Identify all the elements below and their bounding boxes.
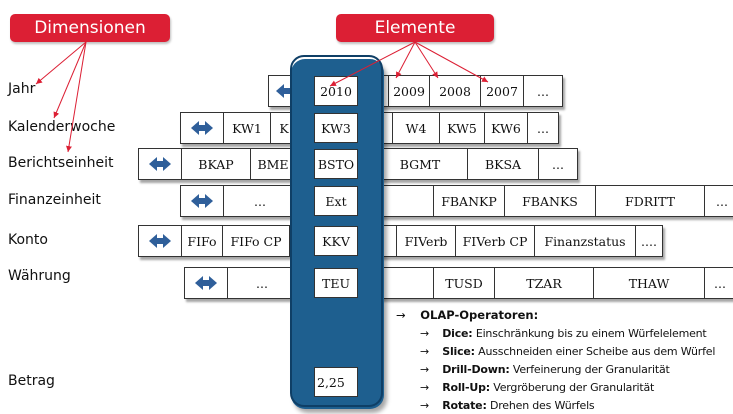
selected-element-ext[interactable]: Ext xyxy=(314,186,358,216)
element-cell[interactable]: TUSD xyxy=(433,267,495,299)
scroll-arrows-icon[interactable] xyxy=(138,148,182,180)
element-cell[interactable]: W4 xyxy=(392,112,440,144)
element-cell[interactable]: ... xyxy=(538,148,578,180)
arrow-bullet-icon: → xyxy=(396,308,406,322)
element-cell[interactable]: .... xyxy=(635,225,663,257)
dimension-label-waehrung: Währung xyxy=(8,268,71,284)
element-cell[interactable]: BKAP xyxy=(181,148,251,180)
element-cell[interactable]: FIVerb xyxy=(396,225,456,257)
dimension-label-kalenderwoche: Kalenderwoche xyxy=(8,119,116,135)
dimension-row-finanzeinheit: ... Ext FBANKP FBANKS FDRITT ... xyxy=(180,185,733,217)
element-cell[interactable]: Finanzstatus xyxy=(534,225,636,257)
operator-description: Einschränkung bis zu einem Würfelelement xyxy=(475,327,707,340)
element-cell[interactable]: KW6 xyxy=(484,112,528,144)
arrow-to-2008 xyxy=(414,41,439,79)
operator-description: Vergröberung der Granularität xyxy=(493,381,655,394)
element-cell[interactable]: 2007 xyxy=(480,75,524,107)
scroll-arrows-icon[interactable] xyxy=(180,112,224,144)
element-cell[interactable]: FBANKS xyxy=(504,185,596,217)
dimension-label-konto: Konto xyxy=(8,232,48,248)
operator-description: Ausschneiden einer Scheibe aus dem Würfe… xyxy=(478,345,716,358)
operator-name: Drill-Down: xyxy=(442,363,510,376)
arrow-to-2009 xyxy=(395,41,416,79)
olap-operator-dice: → Dice: Einschränkung bis zu einem Würfe… xyxy=(420,327,707,340)
dimension-row-konto: FIFo FIFo CP KKV FIVerb FIVerb CP Finanz… xyxy=(138,225,663,257)
olap-title: → OLAP-Operatoren: xyxy=(396,308,538,322)
operator-name: Dice: xyxy=(442,327,473,340)
element-cell[interactable]: ... xyxy=(527,112,559,144)
element-cell[interactable]: ... xyxy=(704,267,733,299)
element-cell[interactable]: ... xyxy=(223,185,297,217)
element-cell[interactable]: FIFo xyxy=(181,225,223,257)
element-cell[interactable]: THAW xyxy=(593,267,705,299)
measure-label-betrag: Betrag xyxy=(8,373,55,389)
olap-title-text: OLAP-Operatoren: xyxy=(420,308,539,322)
operator-name: Slice: xyxy=(442,345,475,358)
dimensionen-header: Dimensionen xyxy=(10,14,170,42)
element-cell[interactable]: FDRITT xyxy=(595,185,705,217)
element-cell[interactable]: 2009 xyxy=(388,75,430,107)
arrow-bullet-icon: → xyxy=(420,327,430,340)
operator-description: Drehen des Würfels xyxy=(489,399,595,412)
element-cell[interactable]: 2008 xyxy=(429,75,481,107)
element-cell[interactable]: FIFo CP xyxy=(222,225,290,257)
element-cell[interactable]: KW5 xyxy=(439,112,485,144)
element-cell[interactable]: BKSA xyxy=(467,148,539,180)
operator-description: Verfeinerung der Granularität xyxy=(512,363,670,376)
selected-element-teu[interactable]: TEU xyxy=(314,268,358,298)
element-cell[interactable]: TZAR xyxy=(494,267,594,299)
selected-element-bsto[interactable]: BSTO xyxy=(314,149,358,179)
arrow-bullet-icon: → xyxy=(420,381,430,394)
olap-operator-roll-up: → Roll-Up: Vergröberung der Granularität xyxy=(420,381,654,394)
dimension-label-berichtseinheit: Berichtseinheit xyxy=(8,155,114,171)
scroll-arrows-icon[interactable] xyxy=(138,225,182,257)
arrow-to-kalenderwoche xyxy=(53,41,87,119)
element-cell[interactable]: BGMT xyxy=(372,148,468,180)
element-cell[interactable]: FIVerb CP xyxy=(455,225,535,257)
dimension-label-jahr: Jahr xyxy=(8,81,36,97)
operator-name: Rotate: xyxy=(442,399,487,412)
scroll-arrows-icon[interactable] xyxy=(180,185,224,217)
dimension-label-finanzeinheit: Finanzeinheit xyxy=(8,192,101,208)
olap-operator-drill-down: → Drill-Down: Verfeinerung der Granulari… xyxy=(420,363,670,376)
arrow-bullet-icon: → xyxy=(420,399,430,412)
arrow-bullet-icon: → xyxy=(420,345,430,358)
selected-element-kkv[interactable]: KKV xyxy=(314,226,358,256)
operator-name: Roll-Up: xyxy=(442,381,490,394)
element-cell[interactable]: FBANKP xyxy=(433,185,505,217)
element-cell[interactable]: ... xyxy=(523,75,563,107)
selected-element-2010[interactable]: 2010 xyxy=(314,76,358,106)
arrow-bullet-icon: → xyxy=(420,363,430,376)
selected-element-kw3[interactable]: KW3 xyxy=(314,113,358,143)
arrow-to-jahr xyxy=(35,41,87,85)
element-cell[interactable]: KW1 xyxy=(223,112,271,144)
element-cell[interactable]: ... xyxy=(227,267,297,299)
element-cell[interactable]: ... xyxy=(704,185,733,217)
dimension-row-waehrung: ... TEU TUSD TZAR THAW ... xyxy=(184,267,733,299)
olap-operator-rotate: → Rotate: Drehen des Würfels xyxy=(420,399,595,412)
olap-operator-slice: → Slice: Ausschneiden einer Scheibe aus … xyxy=(420,345,715,358)
element-cell[interactable]: BME xyxy=(250,148,296,180)
measure-value-cell[interactable]: 2,25 xyxy=(314,367,358,397)
scroll-arrows-icon[interactable] xyxy=(184,267,228,299)
elemente-header: Elemente xyxy=(336,14,494,42)
arrow-to-berichtseinheit xyxy=(66,41,87,153)
